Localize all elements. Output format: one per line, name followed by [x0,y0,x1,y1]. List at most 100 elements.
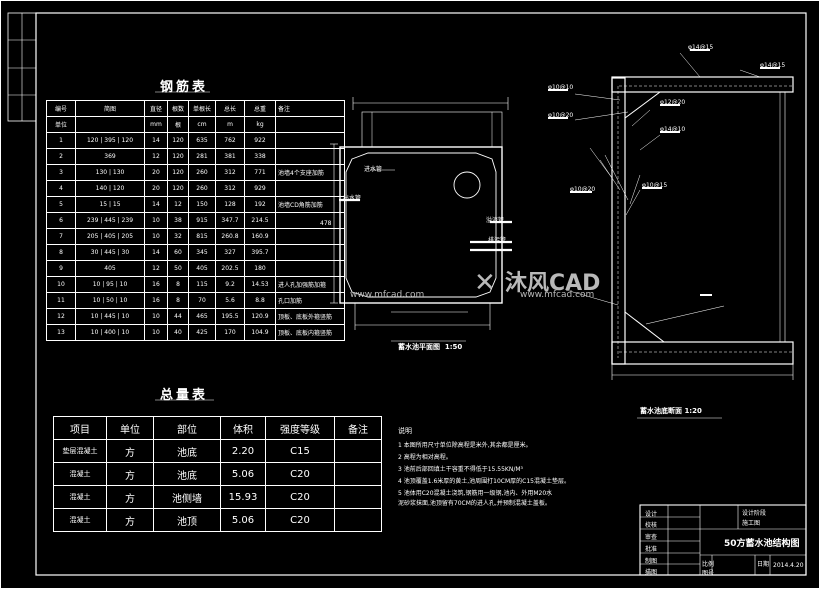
rebar-cell: 922 [244,132,276,149]
tb-label: 图号 [702,570,715,577]
total-cell: 15.93 [220,485,266,509]
total-cell: 方 [106,439,154,463]
note-item: 3 池前后部回填土干容重不得低于15.55KN/M³ [398,466,523,473]
rebar-cell: 312 [215,180,245,197]
rebar-cell: 11 [46,292,76,309]
rebar-cell: 8 [167,292,189,309]
rebar-cell: 8 [46,244,76,261]
rebar-cell: 12 [167,196,189,213]
total-header-row: 项目单位部位体积强度等级备注 [53,416,382,440]
rebar-cell: 120 [167,164,189,181]
watermark-logo: 沐风CAD [505,271,601,296]
rebar-cell [275,148,345,165]
rebar-cell: 10 [46,276,76,293]
rebar-cell: 915 [188,212,216,229]
rebar-tag: φ12@20 [660,99,686,106]
note-item: 4 池顶覆盖1.6米厚的黄土,池周围打10CM厚的C15混凝土垫层。 [398,478,570,485]
rebar-header-cell: 编号 [46,100,76,117]
rebar-cell: 16 [144,276,168,293]
tb-label: 描图 [645,569,658,576]
rebar-cell: 195.5 [215,308,245,325]
tb-label: 设计阶段 [742,510,767,517]
rebar-header-cell: cm [188,116,216,133]
section-view [548,49,794,419]
rebar-cell: 120 | 395 | 120 [75,132,145,149]
rebar-cell [275,132,345,149]
rebar-cell: 312 [215,164,245,181]
rebar-cell: 30 | 445 | 30 [75,244,145,261]
watermark-url: www.mfcad.com [350,290,425,300]
plan-label-drain: 排污管 [488,237,507,244]
rebar-header-cell: 单位 [46,116,76,133]
rebar-table-title: 钢筋表 [160,80,209,95]
rebar-cell: 10 | 50 | 10 [75,292,145,309]
rebar-cell [275,244,345,261]
plan-view [330,97,512,342]
rebar-cell: 70 [188,292,216,309]
rebar-cell: 140 | 120 [75,180,145,197]
tb-label: 制图 [645,558,658,565]
rebar-tag: φ14@15 [760,62,786,69]
rebar-header-cell: 简图 [75,100,145,117]
total-cell: 混凝土 [53,508,107,532]
rebar-cell: 260 [188,164,216,181]
total-cell: 池顶 [153,508,221,532]
rebar-cell: 771 [244,164,276,181]
total-header-cell: 备注 [334,416,382,440]
rebar-cell: 130 | 130 [75,164,145,181]
rebar-cell: 395.7 [244,244,276,261]
rebar-header-cell: 根 [167,116,189,133]
rebar-cell: 929 [244,180,276,197]
rebar-cell: 762 [215,132,245,149]
total-cell: 池底 [153,462,221,486]
rebar-cell: 8.8 [244,292,276,309]
rebar-header-row: 编号简图直径根数单根长总长总重备注 [46,100,345,117]
rebar-cell: 180 [244,260,276,277]
rebar-cell: 10 [144,324,168,341]
rebar-cell: 12 [46,308,76,325]
rebar-cell: 369 [75,148,145,165]
total-cell [334,508,382,532]
rebar-cell: 14 [144,196,168,213]
rebar-cell: 20 [144,180,168,197]
rebar-cell: 239 | 445 | 239 [75,212,145,229]
total-cell: 2.20 [220,439,266,463]
rebar-cell: 16 [144,292,168,309]
rebar-cell: 7 [46,228,76,245]
tb-label: 审查 [645,534,658,541]
rebar-cell: 120.9 [244,308,276,325]
rebar-cell: 6 [46,212,76,229]
watermark-logo-icon: ✕ [474,268,496,298]
rebar-header-cell: m [215,116,245,133]
total-cell: C20 [265,485,335,509]
drawing-date: 2014.4.20 [773,562,804,569]
total-header-cell: 强度等级 [265,416,335,440]
rebar-header-cell [75,116,145,133]
total-cell: 垫层混凝土 [53,439,107,463]
total-cell [334,462,382,486]
rebar-cell: 338 [244,148,276,165]
total-cell: 池侧墙 [153,485,221,509]
rebar-cell: 120 [167,148,189,165]
total-cell: 5.06 [220,462,266,486]
rebar-cell: 120 [167,180,189,197]
rebar-tag: φ14@15 [688,44,714,51]
rebar-cell: 顶板、底板外箍竖筋 [275,308,345,325]
tb-label: 校核 [645,522,658,529]
rebar-cell: 128 [215,196,245,213]
note-item: 5 池体用C20混凝土浇筑,钢筋用一级钢,池内、外用M20水 [398,490,553,497]
rebar-cell: 12 [144,148,168,165]
rebar-cell: 40 [167,324,189,341]
rebar-cell: 160.9 [244,228,276,245]
total-cell: C20 [265,508,335,532]
rebar-header-cell: 备注 [275,100,345,117]
total-table-title: 总量表 [160,388,209,403]
rebar-cell: 381 [215,148,245,165]
total-cell [334,439,382,463]
